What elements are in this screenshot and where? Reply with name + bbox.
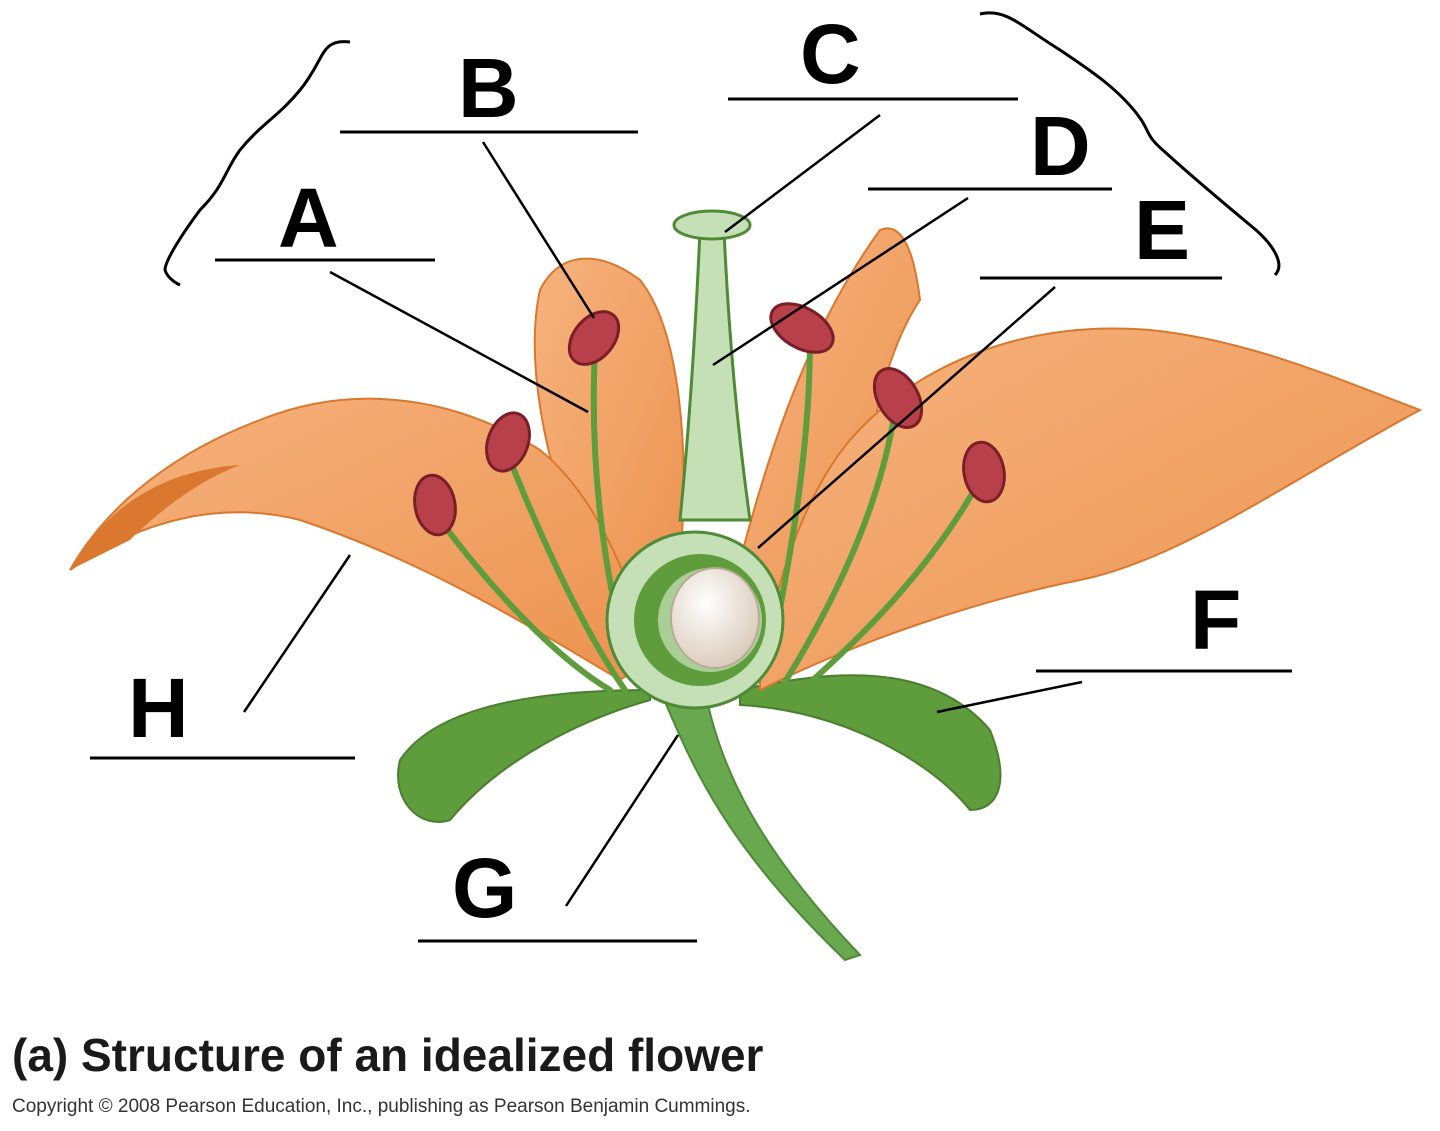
- bracket-right: [979, 11, 1281, 277]
- filament-1: [437, 517, 613, 693]
- leader-d: [712, 196, 969, 367]
- filament-5: [777, 407, 898, 693]
- leader-f: [936, 680, 1083, 714]
- petal-left-curl: [70, 465, 240, 570]
- leader-h: [242, 554, 352, 713]
- leader-b: [481, 141, 596, 319]
- stigma: [672, 209, 752, 241]
- anther-5: [872, 367, 924, 429]
- anther-1: [413, 473, 457, 537]
- leader-c: [724, 114, 881, 233]
- copyright-notice: Copyright © 2008 Pearson Education, Inc.…: [12, 1096, 751, 1117]
- stem: [658, 689, 862, 962]
- leader-g: [564, 734, 680, 907]
- anthers: [413, 302, 1006, 537]
- label-h: H: [128, 661, 189, 755]
- label-d: D: [1030, 99, 1091, 193]
- sepal-left: [397, 688, 651, 823]
- filament-6: [787, 477, 983, 703]
- sepal-right: [739, 674, 1002, 812]
- label-c: C: [800, 7, 861, 101]
- label-b: B: [458, 41, 519, 135]
- figure-caption: (a) Structure of an idealized flower: [12, 1029, 764, 1081]
- anther-2: [485, 411, 531, 473]
- anther-6: [962, 440, 1006, 504]
- leader-lines: [242, 114, 1083, 907]
- label-e: E: [1134, 183, 1191, 277]
- label-f: F: [1190, 573, 1242, 667]
- leader-a: [329, 270, 589, 414]
- ovule: [670, 567, 760, 669]
- petal-right: [759, 327, 1423, 692]
- bracket-left: [163, 40, 351, 287]
- label-a: A: [278, 171, 339, 265]
- anther-3: [567, 310, 621, 366]
- leader-e: [757, 286, 1056, 549]
- filament-2: [507, 457, 628, 693]
- label-g: G: [452, 841, 518, 935]
- label-underlines: [90, 97, 1292, 943]
- style: [678, 228, 752, 522]
